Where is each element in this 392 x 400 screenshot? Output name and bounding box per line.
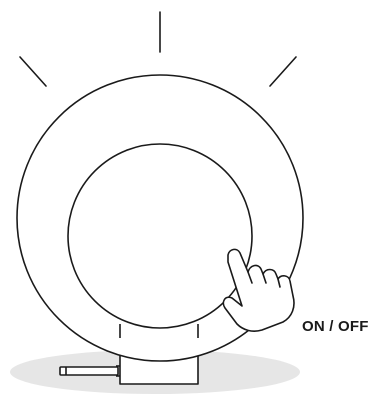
power-cable (60, 367, 118, 375)
light-ray-left (20, 57, 46, 86)
on-off-label: ON / OFF (302, 318, 369, 335)
light-ray-right (270, 57, 296, 86)
